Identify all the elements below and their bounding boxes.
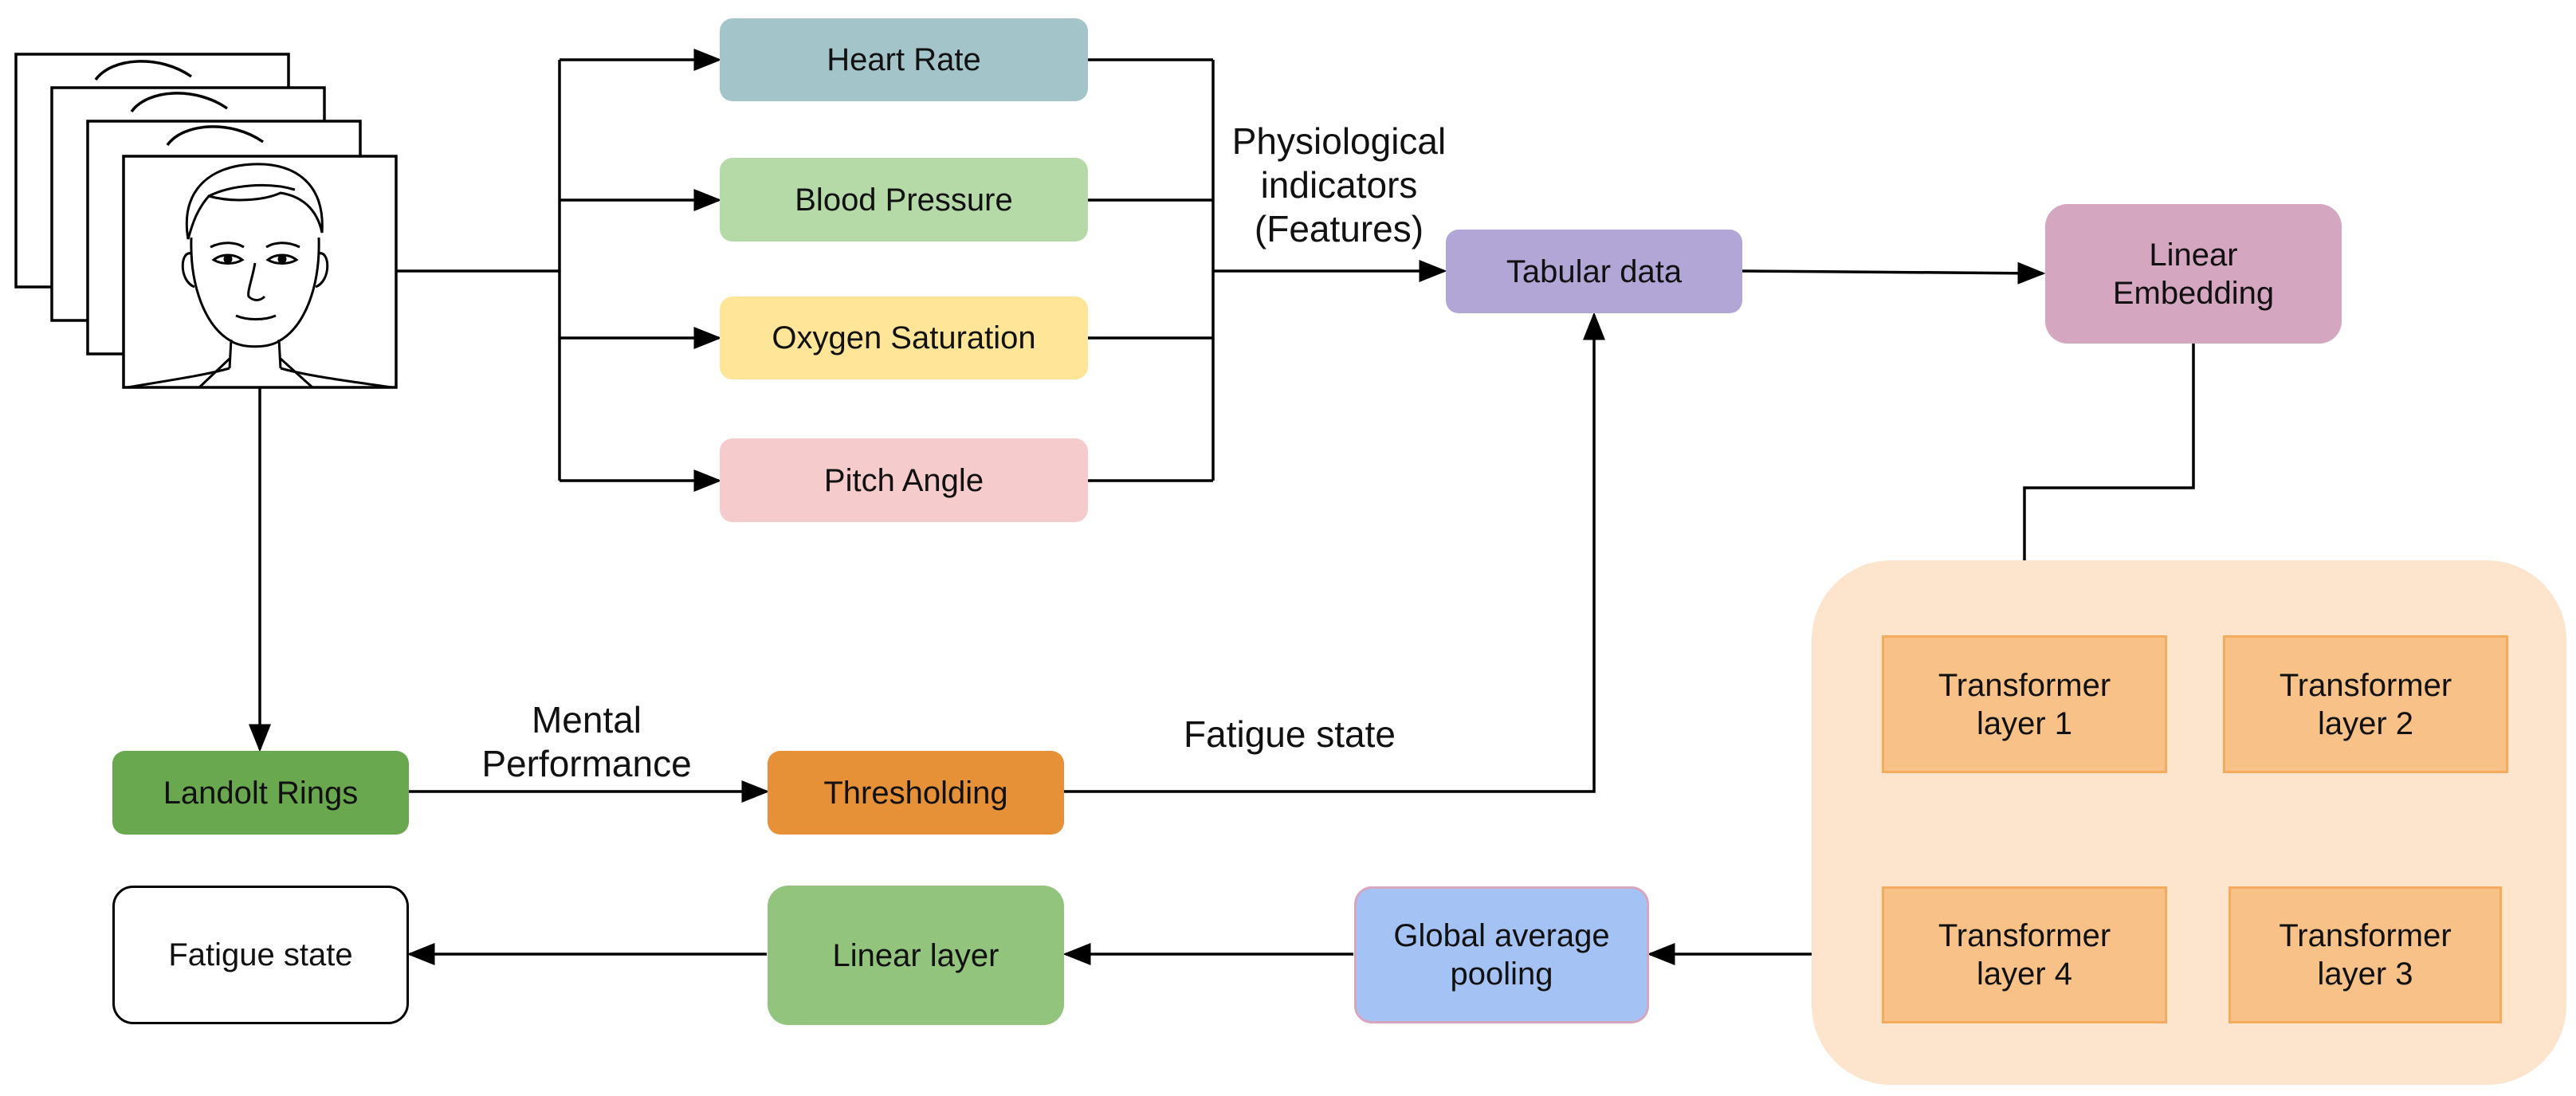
node-oxygen-saturation: Oxygen Saturation bbox=[720, 297, 1088, 379]
node-pitch-angle: Pitch Angle bbox=[720, 438, 1088, 522]
node-linear-embedding: Linear Embedding bbox=[2045, 204, 2342, 344]
node-blood-pressure: Blood Pressure bbox=[720, 158, 1088, 242]
node-landolt-rings: Landolt Rings bbox=[112, 751, 409, 835]
node-linear-embedding-label: Linear Embedding bbox=[2112, 237, 2275, 311]
node-transformer-layer-2-label: Transformer layer 2 bbox=[2279, 667, 2452, 741]
node-fatigue-state-output: Fatigue state bbox=[112, 886, 409, 1024]
node-transformer-layer-3: Transformer layer 3 bbox=[2228, 886, 2502, 1023]
node-thresholding: Thresholding bbox=[768, 751, 1064, 835]
node-landolt-rings-label: Landolt Rings bbox=[163, 775, 359, 811]
edge-tabular-to-embedding bbox=[1742, 261, 2046, 285]
edge-label-physiological-indicators: Physiological indicators (Features) bbox=[1231, 120, 1447, 250]
node-fatigue-state-output-label: Fatigue state bbox=[168, 937, 353, 972]
node-thresholding-label: Thresholding bbox=[823, 775, 1008, 811]
edge-label-mental-performance: Mental Performance bbox=[481, 699, 692, 785]
node-blood-pressure-label: Blood Pressure bbox=[795, 182, 1013, 218]
node-transformer-layer-1: Transformer layer 1 bbox=[1882, 635, 2167, 773]
node-global-average-pooling: Global average pooling bbox=[1354, 886, 1649, 1023]
node-oxygen-saturation-label: Oxygen Saturation bbox=[772, 320, 1036, 356]
node-heart-rate-label: Heart Rate bbox=[827, 42, 981, 77]
node-transformer-layer-1-label: Transformer layer 1 bbox=[1938, 667, 2111, 741]
node-transformer-layer-4: Transformer layer 4 bbox=[1882, 886, 2167, 1023]
node-transformer-layer-2: Transformer layer 2 bbox=[2223, 635, 2508, 773]
node-tabular-data: Tabular data bbox=[1446, 230, 1742, 313]
edge-thresholding-to-tabular bbox=[1064, 312, 1605, 793]
edge-label-fatigue-state: Fatigue state bbox=[1184, 713, 1396, 755]
node-tabular-data-label: Tabular data bbox=[1506, 253, 1683, 289]
node-pitch-angle-label: Pitch Angle bbox=[823, 462, 984, 498]
node-global-average-pooling-label: Global average pooling bbox=[1393, 918, 1610, 992]
node-linear-layer: Linear layer bbox=[768, 886, 1064, 1025]
node-linear-layer-label: Linear layer bbox=[832, 937, 999, 973]
node-transformer-layer-4-label: Transformer layer 4 bbox=[1938, 918, 2111, 992]
node-transformer-layer-3-label: Transformer layer 3 bbox=[2279, 918, 2452, 992]
node-heart-rate: Heart Rate bbox=[720, 18, 1088, 101]
